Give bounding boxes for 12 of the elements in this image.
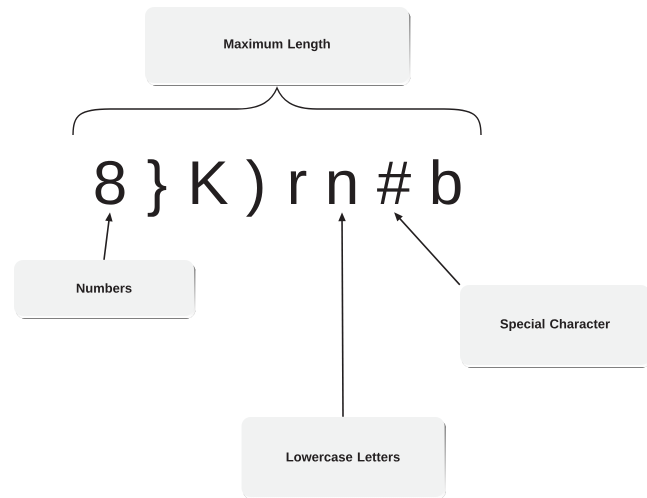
password-character: K [192,162,228,204]
password-character: b [432,159,461,205]
password-character: # [377,162,411,204]
password-character: n [328,170,356,204]
label-box: Maximum Length [145,7,410,86]
password-character: r [290,170,306,204]
password-character: } [148,159,166,217]
label-box: Special Character [460,285,647,368]
label-box: Numbers [14,260,196,318]
label-box: Lowercase Letters [242,417,446,498]
password-character: 8 [96,160,124,205]
password-character: ) [246,159,262,217]
